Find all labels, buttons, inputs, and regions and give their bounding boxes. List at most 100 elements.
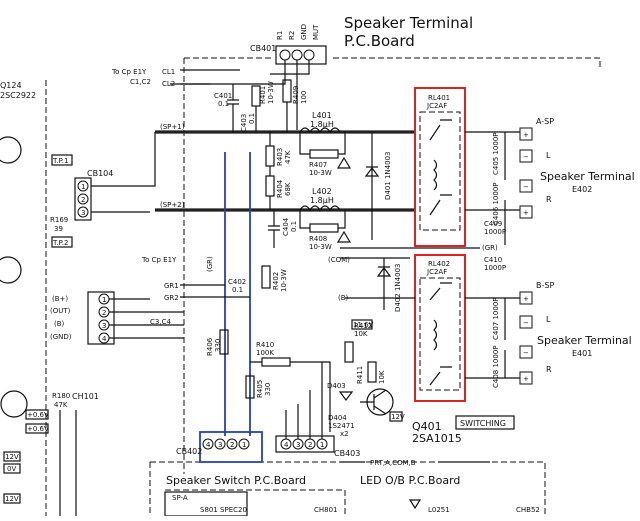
bus-label: PRT,A,COM,B	[370, 459, 416, 467]
r403-label: R403	[276, 148, 284, 166]
a-sp-terminal-4	[519, 205, 533, 219]
c401-value: 0.1	[218, 100, 229, 108]
ch101-wires	[59, 410, 77, 516]
c3c4-label: C3,C4	[150, 318, 171, 326]
b-sp-l: L	[546, 315, 551, 324]
rl401-outputs	[465, 131, 520, 211]
cb402-pin-4-num: 4	[206, 441, 211, 449]
net-gr: (GR)	[482, 244, 498, 252]
net-com: (COM)	[328, 256, 350, 264]
b-sp-label: B-SP	[536, 281, 554, 290]
a-sp-r: R	[546, 195, 552, 204]
b-sp-terminal-1	[519, 291, 533, 305]
d402-label: D402 1N4003	[394, 264, 402, 312]
cl-wires	[180, 69, 240, 85]
rl401-label: RL401	[428, 94, 450, 102]
speaker-terminal-pcb-outline	[183, 57, 601, 474]
left-connector-pin-3-num: 3	[102, 322, 106, 330]
r409-value: 100	[300, 91, 308, 104]
q401-part: 2SA1015	[412, 432, 462, 445]
cb403-pin-2-num: 2	[308, 441, 312, 449]
left-connector	[87, 291, 115, 345]
tp2-label: T.P.2	[52, 239, 68, 247]
v11-6-box	[351, 319, 373, 330]
v06-label-1: +0.6V	[27, 411, 49, 419]
led-symbol	[408, 499, 422, 510]
r169-label: R169	[50, 216, 68, 224]
cb403-pin-1-num: 1	[320, 441, 324, 449]
c403-label: C403	[240, 114, 248, 132]
left-connector-wires	[109, 298, 184, 339]
rl401-coil	[433, 159, 438, 191]
cb104-pin-1-num: 1	[81, 183, 85, 191]
gr1-label: GR1	[164, 282, 179, 290]
speaker-terminal-pcb-title: Speaker Terminal	[344, 14, 473, 32]
warning-triangle-2	[336, 230, 352, 243]
r405-label: R405	[256, 380, 264, 398]
b-sp-plus-2: +	[523, 375, 529, 383]
warning-triangle-1	[336, 156, 352, 169]
cb104-pin-2	[77, 193, 89, 205]
cb402-label: CB402	[176, 447, 202, 456]
switching-box	[455, 415, 515, 430]
r407-wires	[299, 132, 346, 155]
cb402-pin-1	[238, 438, 250, 450]
rl402-coil	[433, 319, 438, 351]
b-sp-terminal-4	[519, 371, 533, 385]
cb401-pin-2	[291, 49, 303, 61]
cb403-label: CB403	[334, 449, 360, 458]
v0-box-left	[3, 463, 21, 474]
cb104-label: CB104	[87, 169, 113, 178]
b-sp-plus-1: +	[523, 295, 529, 303]
cb104-pin-1	[77, 180, 89, 192]
chb52-label: CHB52	[516, 506, 540, 514]
cb104-connector	[74, 177, 92, 221]
v06-box-2	[25, 423, 49, 434]
r180-value: 47K	[54, 401, 68, 409]
net-wires	[340, 247, 480, 299]
c402-value: 0.1	[232, 286, 243, 294]
c410-label: C410	[484, 256, 502, 264]
cb402-pin-3-num: 3	[218, 441, 222, 449]
rl402-label: RL402	[428, 260, 450, 268]
l402-label: L402	[312, 187, 332, 196]
a-sp-label: A-SP	[536, 117, 554, 126]
rl402-contacts	[429, 282, 452, 386]
to-cp-e1y-label: To Cp E1Y	[111, 68, 147, 76]
tp2-box	[51, 236, 73, 248]
c407-label: C407 1000P	[492, 297, 500, 340]
gr-wires	[180, 284, 250, 298]
v12-box-a	[389, 411, 403, 422]
speaker-terminal-e401: E401	[572, 349, 592, 358]
q401-leads	[360, 389, 387, 415]
c406-label: C406 1000P	[492, 182, 500, 225]
r407-body	[309, 149, 339, 159]
rl402-highlight	[414, 254, 466, 402]
b-plus-label: (B+)	[52, 295, 68, 303]
gnd-label: (GND)	[50, 333, 72, 341]
r410-body	[261, 357, 291, 367]
v06-box-1	[25, 409, 49, 420]
left-connector-pin-2-num: 2	[102, 309, 106, 317]
r406-body	[219, 329, 229, 355]
cb402-pin-4	[202, 438, 214, 450]
l402-coil	[299, 205, 341, 212]
r407-value: 10-3W	[309, 169, 332, 177]
v12-left-2: 12V	[5, 495, 19, 503]
cb402-pin-1-num: 1	[242, 441, 246, 449]
cb401-pin-mut: MUT	[312, 24, 320, 40]
c403-value: 0.1	[248, 113, 256, 124]
r408-wires	[299, 210, 346, 229]
cb402-pin-2-num: 2	[230, 441, 234, 449]
cb401-pin-r2: R2	[288, 31, 296, 40]
speaker-terminal-e402: E402	[572, 185, 592, 194]
r405-body	[245, 375, 255, 399]
r411-label: R411	[356, 366, 364, 384]
switching-label: SWITCHING	[460, 419, 506, 428]
left-connector-pin-4-num: 4	[102, 335, 107, 343]
r412-value: 10K	[354, 330, 368, 338]
r402-body	[261, 265, 271, 289]
cb104-pin-2-num: 2	[81, 196, 85, 204]
r401-label: R401	[259, 86, 267, 104]
